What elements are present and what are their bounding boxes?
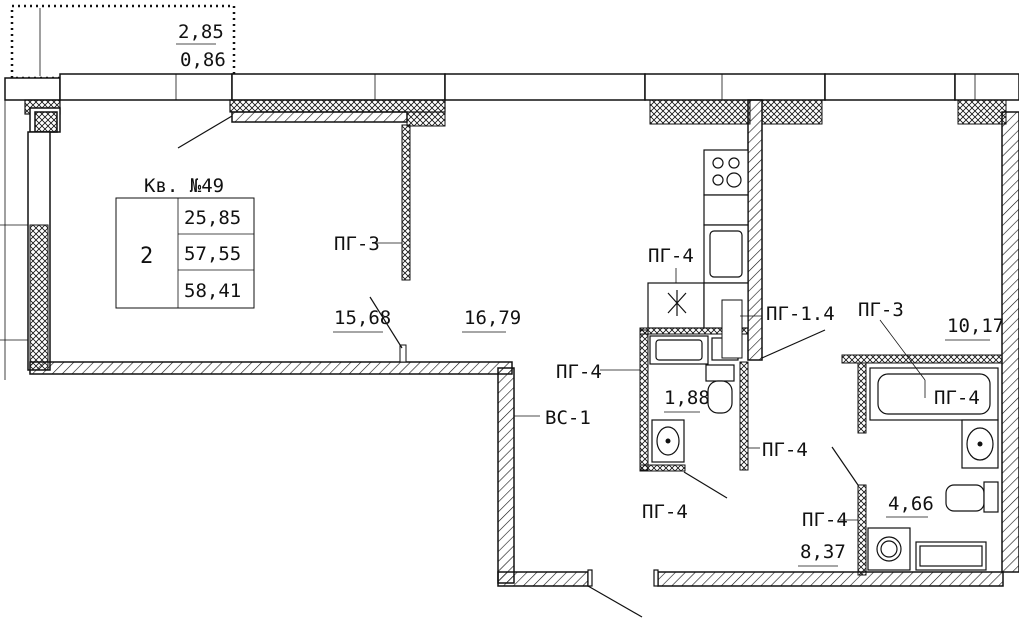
bathroom-area: 4,66 (888, 493, 934, 515)
bathroom-fixtures (867, 367, 999, 571)
apartment-title: Кв. №49 (144, 175, 224, 197)
kitchen-living-area: 16,79 (464, 307, 521, 329)
balcony-area: 2,85 (178, 21, 224, 43)
tag-pg4-kitchen: ПГ-4 (648, 245, 694, 267)
exterior-wall-top (4, 73, 1019, 101)
balcony (10, 4, 236, 80)
interior-walls (0, 99, 1019, 587)
doors (177, 115, 859, 618)
area-total: 57,55 (184, 243, 241, 265)
balcony-area-reduced: 0,86 (180, 49, 226, 71)
tag-pg4-hall: ПГ-4 (802, 509, 848, 531)
toilet-icon (705, 364, 735, 382)
bedroom-area: 10,17 (947, 315, 1004, 337)
tag-pg4-wc-bottom: ПГ-4 (642, 501, 688, 523)
tag-pg4-wc-left: ПГ-4 (556, 361, 602, 383)
wc-area: 1,88 (664, 387, 710, 409)
hall-area: 8,37 (800, 541, 846, 563)
area-with-balcony: 58,41 (184, 280, 241, 302)
stove-icon (703, 149, 749, 196)
room1-area: 15,68 (334, 307, 391, 329)
tag-pg4-wc-right: ПГ-4 (762, 439, 808, 461)
toilet-icon (945, 484, 985, 512)
leader-lines (176, 43, 990, 567)
tag-pg14: ПГ-1.4 (766, 303, 835, 325)
gas-riser-icon (647, 282, 705, 329)
apartment-info-table (115, 197, 255, 309)
rooms-count: 2 (140, 244, 153, 269)
tag-pg3-bedroom: ПГ-3 (858, 299, 904, 321)
tag-pg4-bath: ПГ-4 (934, 387, 980, 409)
tag-pg3-room1: ПГ-3 (334, 233, 380, 255)
tag-vs1: ВС-1 (545, 407, 591, 429)
area-living: 25,85 (184, 207, 241, 229)
wc-fixtures (649, 335, 739, 463)
